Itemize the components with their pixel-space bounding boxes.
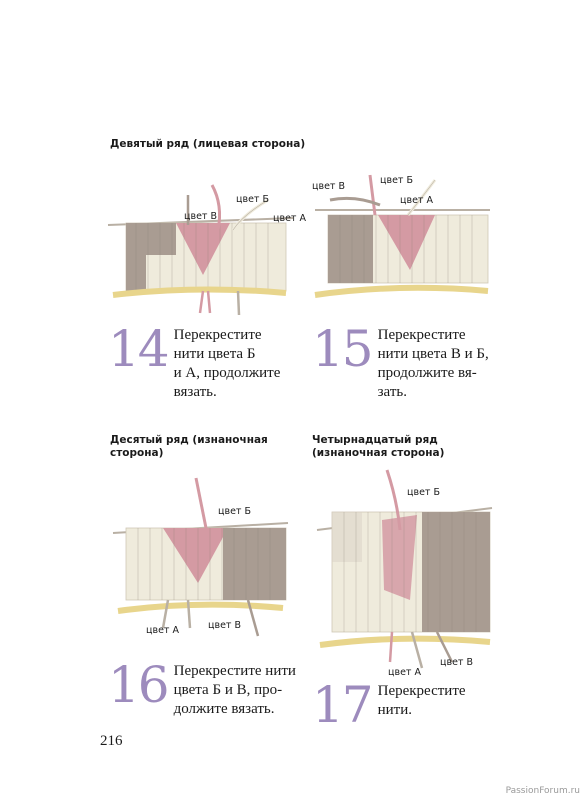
step-number: 16 <box>108 656 170 714</box>
label-color-a-17: цвет А <box>388 667 421 678</box>
label-color-b-15: цвет Б <box>380 175 413 186</box>
knitting-figure-15: цвет В цвет Б цвет А <box>312 174 490 298</box>
label-color-b-16: цвет Б <box>218 506 251 517</box>
label-color-a-14: цвет А <box>273 213 306 224</box>
label-color-a-15: цвет А <box>400 195 433 206</box>
step-17: 17 Перекрестите нити. <box>312 680 466 730</box>
watermark: PassionForum.ru <box>505 786 580 796</box>
label-color-b-17: цвет Б <box>407 487 440 498</box>
step-16: 16 Перекрестите нити цвета Б и В, про- д… <box>108 660 296 719</box>
knitting-figure-16: цвет Б цвет А цвет В <box>112 477 289 637</box>
label-color-a-16: цвет А <box>146 625 179 636</box>
step-text: Перекрестите нити цвета Б и А, продолжит… <box>173 327 281 400</box>
step-text: Перекрестите нити цвета Б и В, про- долж… <box>173 663 296 717</box>
knitting-figure-17: цвет Б цвет А цвет В <box>316 469 493 678</box>
step-15: 15 Перекрестите нити цвета В и Б, продол… <box>312 324 489 402</box>
label-color-v-16: цвет В <box>208 620 241 631</box>
page-number: 216 <box>100 733 123 749</box>
label-color-v-15: цвет В <box>312 181 345 192</box>
section-heading-row14: Четырнадцатый ряд (изнаночная сторона) <box>312 434 445 459</box>
step-number: 17 <box>312 676 374 734</box>
label-color-v-14: цвет В <box>184 211 217 222</box>
step-number: 15 <box>312 320 374 378</box>
step-text: Перекрестите нити цвета В и Б, продолжит… <box>377 327 489 400</box>
step-14: 14 Перекрестите нити цвета Б и А, продол… <box>108 324 280 402</box>
section-heading-row9: Девятый ряд (лицевая сторона) <box>110 138 306 150</box>
knitting-figure-14: цвет В цвет Б цвет А <box>107 184 306 316</box>
label-color-v-17: цвет В <box>440 657 473 668</box>
label-color-b-14: цвет Б <box>236 194 269 205</box>
step-text: Перекрестите нити. <box>377 683 466 718</box>
step-number: 14 <box>108 320 170 378</box>
section-heading-row10: Десятый ряд (изнаночная сторона) <box>110 434 268 459</box>
